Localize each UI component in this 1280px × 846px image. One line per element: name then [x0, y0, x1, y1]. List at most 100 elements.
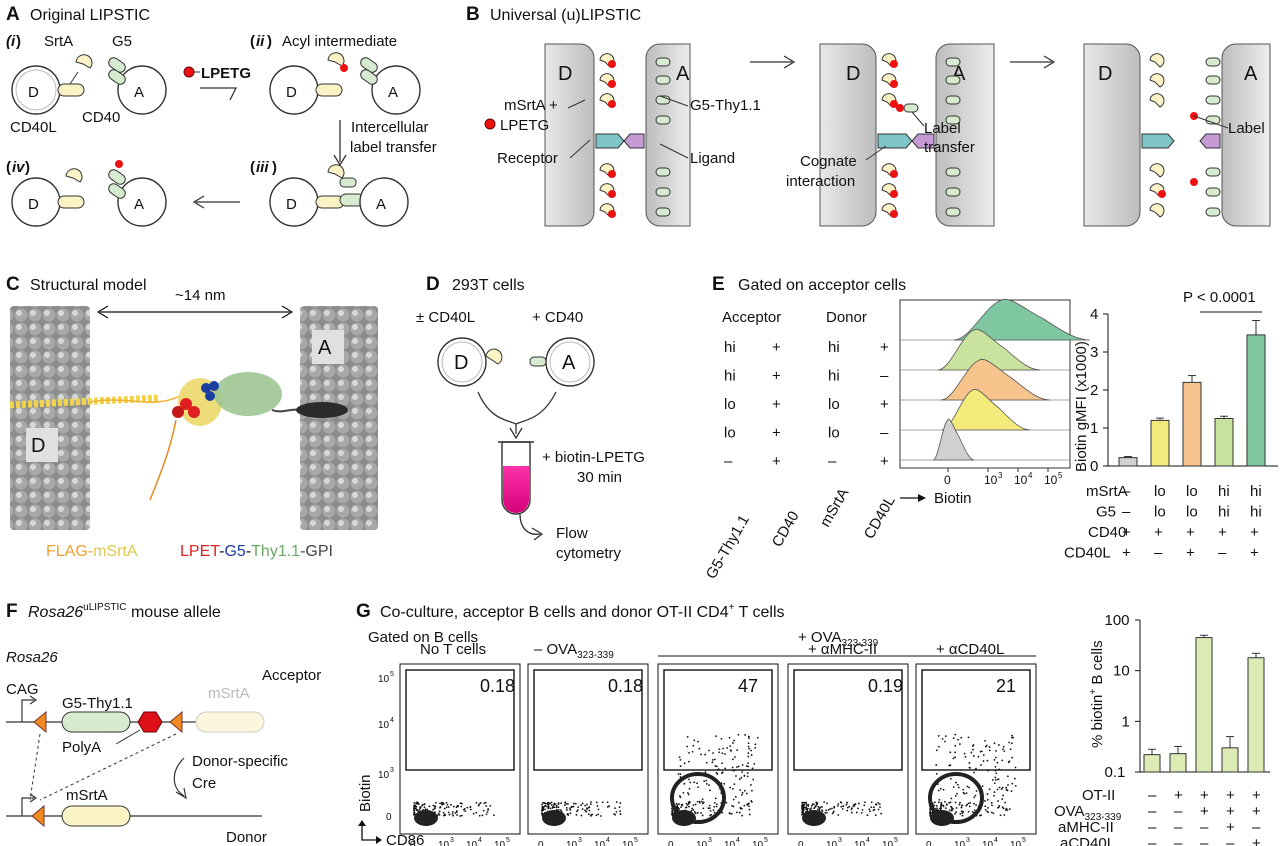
legend-gpi: GPI — [305, 543, 333, 560]
flow-dot-4-170 — [1005, 786, 1008, 789]
flow-dot-0-44 — [478, 803, 480, 806]
b3-srta-2 — [1149, 93, 1165, 108]
flow-dot-2-238 — [691, 750, 694, 753]
flow-dot-3-7 — [813, 807, 816, 810]
col-acceptor: Acceptor — [722, 309, 781, 326]
flow-dot-0-35 — [413, 809, 415, 811]
flow-dot-4-84 — [987, 769, 990, 772]
g-rowval-1-0: – — [1148, 803, 1157, 820]
b1-srta-4-label — [608, 190, 616, 198]
flow-dot-2-36 — [723, 782, 726, 785]
g-rowval-2-4: – — [1252, 819, 1261, 836]
flow-dot-2-126 — [714, 797, 717, 800]
flag-tail — [149, 419, 177, 501]
flow-dot-4-193 — [936, 807, 939, 810]
flow-dot-4-226 — [955, 781, 957, 784]
tube-liquid — [503, 466, 529, 513]
flow-dot-3-37 — [870, 801, 873, 804]
panel-letter-b: B — [466, 4, 480, 25]
flow-dot-4-154 — [954, 794, 957, 797]
g-bar-yticklabel-0: 100 — [1105, 612, 1130, 629]
flow-dot-4-22 — [957, 738, 959, 741]
acceptor-letter-ii: A — [388, 84, 398, 101]
flow-dot-2-154 — [715, 765, 718, 768]
flow-dot-1-100 — [543, 805, 546, 808]
flow-dot-3-8 — [821, 809, 823, 812]
e-bar-ylabel: Biotin gMFI (x1000) — [1073, 341, 1090, 472]
flow-dot-2-66 — [732, 769, 735, 772]
flow-dot-4-6 — [965, 792, 968, 795]
flow-dot-4-168 — [979, 750, 982, 753]
b1-g5-5 — [655, 187, 671, 197]
flow-dot-1-22 — [613, 813, 616, 815]
flow-dot-2-70 — [701, 798, 704, 801]
gpi-linker — [271, 408, 301, 413]
flow-dot-4-177 — [1008, 808, 1011, 811]
flow-dot-3-87 — [825, 809, 827, 812]
f-g5thy-box — [61, 711, 131, 733]
flow-dot-2-156 — [741, 791, 744, 794]
flow-dot-4-7 — [935, 804, 938, 807]
flow-dot-2-102 — [688, 778, 690, 781]
e-rowval-2-0: + — [1122, 524, 1131, 541]
f-msrta-gray: mSrtA — [208, 685, 250, 702]
b2-srta-3-label — [890, 170, 898, 178]
legend-msrta: mSrtA — [93, 543, 138, 560]
flow-dot-3-5 — [841, 808, 844, 810]
acceptor-cell-iii — [359, 177, 409, 227]
flow-dot-2-222 — [747, 735, 750, 738]
flow-dot-0-87 — [447, 806, 450, 808]
e-bar-yticklabel-2: 2 — [1090, 382, 1098, 399]
hist-exp-2: 5 — [1058, 471, 1063, 480]
flow-dot-3-107 — [873, 808, 876, 811]
flow-dot-4-192 — [996, 788, 999, 791]
e-row-1-col-0: hi — [724, 368, 736, 385]
flow-dot-2-6 — [746, 775, 749, 778]
flow-dot-2-259 — [676, 805, 678, 808]
flow-dot-2-188 — [743, 775, 746, 777]
flow-dot-4-228 — [973, 771, 975, 774]
flow-dot-2-195 — [676, 804, 679, 807]
e-bar-yticklabel-1: 1 — [1090, 420, 1098, 437]
flow-dot-4-74 — [1009, 748, 1012, 751]
g5-sphere-1 — [201, 383, 211, 393]
flow-dot-1-73 — [550, 804, 553, 806]
lpet-sphere-2 — [188, 406, 200, 418]
flow-dot-3-132 — [869, 810, 871, 813]
panel-c: C Structural model D A ~14 nm FLAG-mSrtA… — [6, 274, 378, 560]
flow-dot-4-196 — [935, 772, 938, 775]
flow-dot-3-108 — [815, 803, 818, 805]
b2-g5-3 — [945, 115, 961, 125]
flow-gate-2 — [663, 669, 773, 771]
flow-dot-4-165 — [959, 813, 962, 815]
flow-dot-2-123 — [738, 811, 741, 814]
flow-dot-2-254 — [703, 780, 706, 782]
g-ova-header: + OVA323-339 — [798, 629, 879, 649]
b2-g5-5 — [945, 187, 961, 197]
flow-dot-3-51 — [846, 801, 848, 804]
acceptor-membrane-3 — [1221, 43, 1271, 227]
flow-xtick-3-2: 10 — [882, 840, 894, 846]
b1-g5-6 — [655, 207, 671, 217]
flow-dot-2-144 — [697, 786, 699, 789]
flow-dot-4-85 — [960, 806, 963, 809]
flow-dot-4-68 — [995, 772, 998, 775]
acceptor-letter-box-c — [312, 330, 344, 364]
flow-dot-2-165 — [688, 805, 690, 808]
flow-dot-4-150 — [969, 802, 972, 804]
cd40-shape-iv — [108, 183, 126, 199]
flow-dot-4-251 — [965, 804, 968, 807]
flow-dot-4-237 — [967, 810, 970, 813]
flow-dot-2-20 — [714, 758, 716, 761]
acceptor-cell-ii — [371, 65, 421, 115]
flow-dot-2-122 — [736, 749, 739, 752]
g-rowval-2-1: – — [1174, 819, 1183, 836]
panel-c-legend: FLAG-mSrtA LPET-G5-Thy1.1-GPI — [46, 543, 333, 560]
flow-dot-4-26 — [954, 756, 957, 759]
flow-dot-2-138 — [697, 740, 699, 743]
flow-dot-3-33 — [810, 804, 813, 807]
e-bar-2 — [1182, 381, 1202, 467]
flow-dot-2-61 — [686, 804, 689, 806]
flow-dot-4-14 — [972, 755, 975, 757]
